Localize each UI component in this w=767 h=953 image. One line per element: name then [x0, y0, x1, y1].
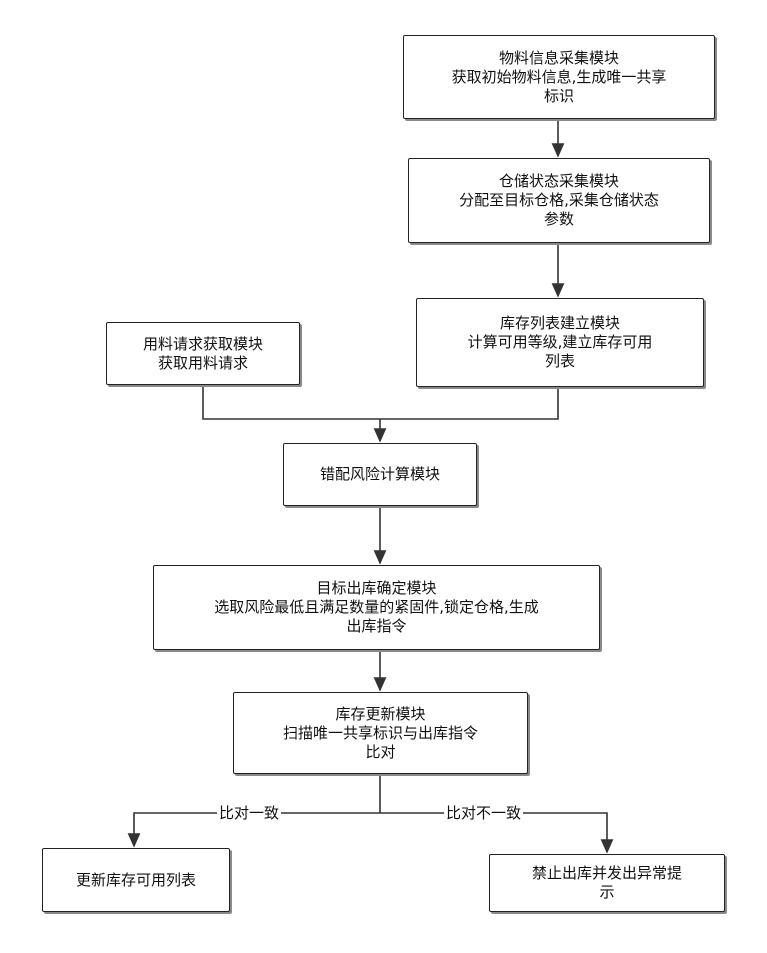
node-title: 更新库存可用列表 — [76, 871, 196, 890]
node-storage-collect: 仓储状态采集模块 分配至目标仓格,采集仓储状态 参数 — [408, 158, 710, 243]
node-title: 仓储状态采集模块 — [499, 172, 619, 191]
node-title: 目标出库确定模块 — [316, 579, 436, 598]
node-title-cont: 示 — [599, 883, 614, 902]
node-desc-cont: 出库指令 — [346, 617, 406, 636]
node-inventory-update: 库存更新模块 扫描唯一共享标识与出库指令 比对 — [233, 692, 528, 774]
node-material-request: 用料请求获取模块 获取用料请求 — [106, 322, 300, 385]
edge-request-to-risk — [203, 385, 380, 419]
node-risk-calc: 错配风险计算模块 — [283, 443, 477, 506]
node-desc-cont: 参数 — [544, 210, 574, 229]
node-title: 库存更新模块 — [335, 705, 425, 724]
node-update-available-list: 更新库存可用列表 — [42, 848, 230, 912]
node-desc: 获取初始物料信息,生成唯一共享 — [452, 68, 667, 87]
node-material-collect: 物料信息采集模块 获取初始物料信息,生成唯一共享 标识 — [403, 35, 715, 119]
node-title: 库存列表建立模块 — [500, 314, 620, 333]
edge-label-mismatch: 比对不一致 — [444, 804, 523, 822]
edge-label-match: 比对一致 — [217, 804, 281, 822]
node-desc: 分配至目标仓格,采集仓储状态 — [459, 191, 659, 210]
node-desc: 获取用料请求 — [158, 354, 248, 373]
node-forbid-outbound: 禁止出库并发出异常提 示 — [489, 854, 725, 912]
node-title: 物料信息采集模块 — [499, 49, 619, 68]
node-desc: 扫描唯一共享标识与出库指令 — [283, 724, 478, 743]
node-title: 禁止出库并发出异常提 — [532, 864, 682, 883]
node-title: 用料请求获取模块 — [143, 335, 263, 354]
node-inventory-list: 库存列表建立模块 计算可用等级,建立库存可用 列表 — [416, 298, 704, 387]
node-desc-cont: 列表 — [545, 352, 575, 371]
node-title: 错配风险计算模块 — [320, 465, 440, 484]
node-desc: 选取风险最低且满足数量的紧固件,锁定仓格,生成 — [214, 598, 539, 617]
node-desc: 计算可用等级,建立库存可用 — [468, 333, 653, 352]
node-desc-cont: 比对 — [365, 743, 395, 762]
node-desc-cont: 标识 — [544, 87, 574, 106]
edge-inventory-to-risk — [380, 388, 558, 419]
node-target-outbound: 目标出库确定模块 选取风险最低且满足数量的紧固件,锁定仓格,生成 出库指令 — [153, 565, 600, 650]
